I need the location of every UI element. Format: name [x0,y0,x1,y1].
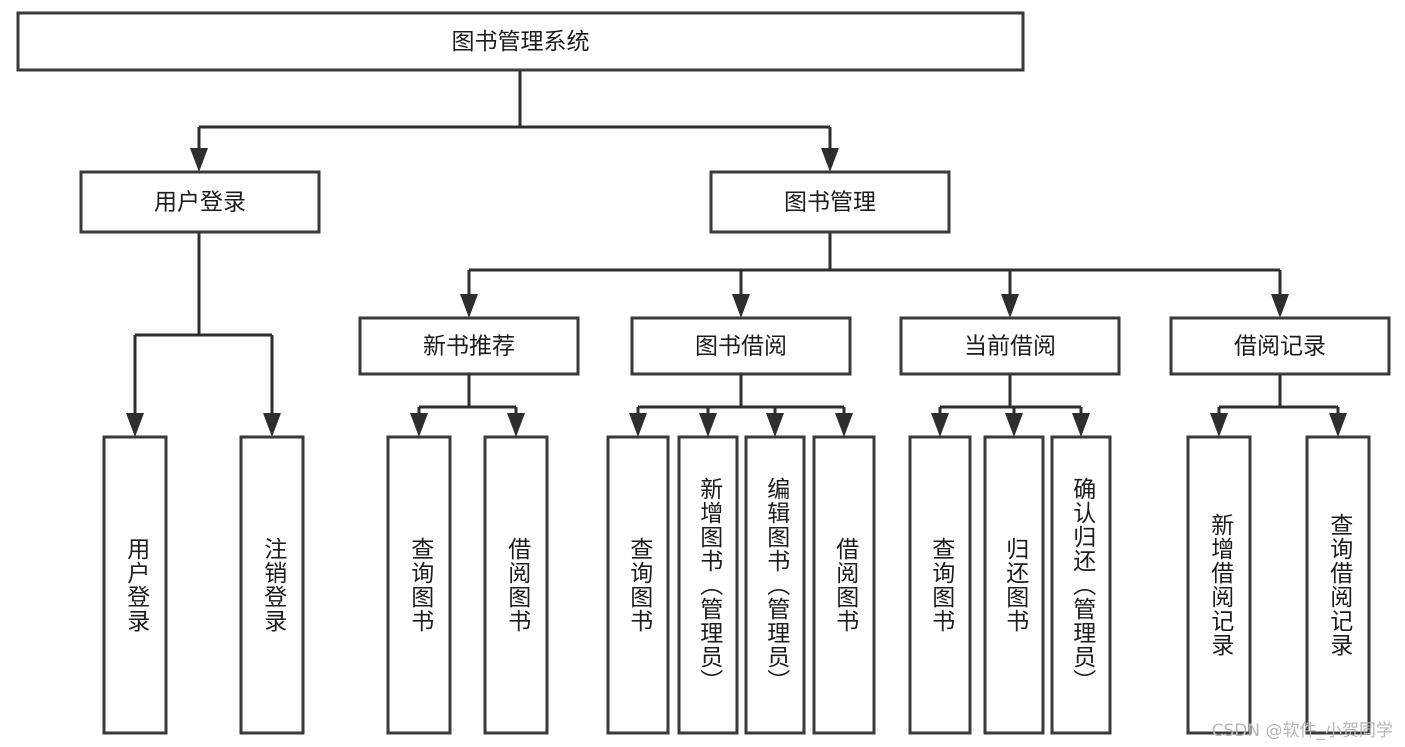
csdn-watermark: CSDN @软件_小贺同学 [1211,721,1393,741]
tier2-node-0-box[interactable] [358,316,580,376]
leaf-node-1-box[interactable] [239,435,305,735]
tier2-node-3-label: 借阅记录 [1234,334,1326,360]
leaf-node-3-box[interactable] [483,435,549,735]
leaf-node-11-box[interactable] [1186,435,1252,735]
leaf-node-7-box[interactable] [812,435,876,735]
leaf-node-10-box[interactable] [1050,435,1112,735]
tier1-node-0-label: 用户登录 [154,190,246,216]
arrow-head [1210,413,1228,437]
arrow-head [699,413,717,437]
arrow-head [732,294,750,318]
root-node-box[interactable] [16,11,1025,72]
tier2-node-2-label: 当前借阅 [964,334,1056,360]
arrow-head [766,413,784,437]
arrow-head [263,413,281,437]
arrow-head [507,413,525,437]
arrow-head [460,294,478,318]
arrow-head [629,413,647,437]
tier1-node-1-label: 图书管理 [784,190,876,216]
tier2-node-1-label: 图书借阅 [695,334,787,360]
arrow-head [190,148,208,172]
tier2-node-2-box[interactable] [899,316,1121,376]
leaf-node-4-box[interactable] [606,435,670,735]
root-node-label: 图书管理系统 [452,29,590,55]
arrow-head [410,413,428,437]
leaf-node-2-box[interactable] [386,435,452,735]
tier2-node-0-label: 新书推荐 [423,334,515,360]
tier1-node-0-box[interactable] [79,170,321,234]
arrow-head [1072,413,1090,437]
connector-layer [126,70,1347,437]
arrow-head [931,413,949,437]
arrow-head [126,413,144,437]
tier2-node-1-box[interactable] [630,316,852,376]
arrow-head [1001,294,1019,318]
arrow-head [1329,413,1347,437]
leaf-node-9-box[interactable] [983,435,1045,735]
leaf-node-12-box[interactable] [1305,435,1371,735]
tier1-node-1-box[interactable] [709,170,951,234]
leaf-node-8-box[interactable] [908,435,972,735]
arrow-head [821,148,839,172]
leaf-node-0-box[interactable] [102,435,168,735]
leaf-node-5-box[interactable] [677,435,739,735]
leaf-node-6-box[interactable] [744,435,806,735]
tier2-node-3-box[interactable] [1169,316,1391,376]
arrow-head [1271,294,1289,318]
arrow-head [835,413,853,437]
arrow-head [1005,413,1023,437]
